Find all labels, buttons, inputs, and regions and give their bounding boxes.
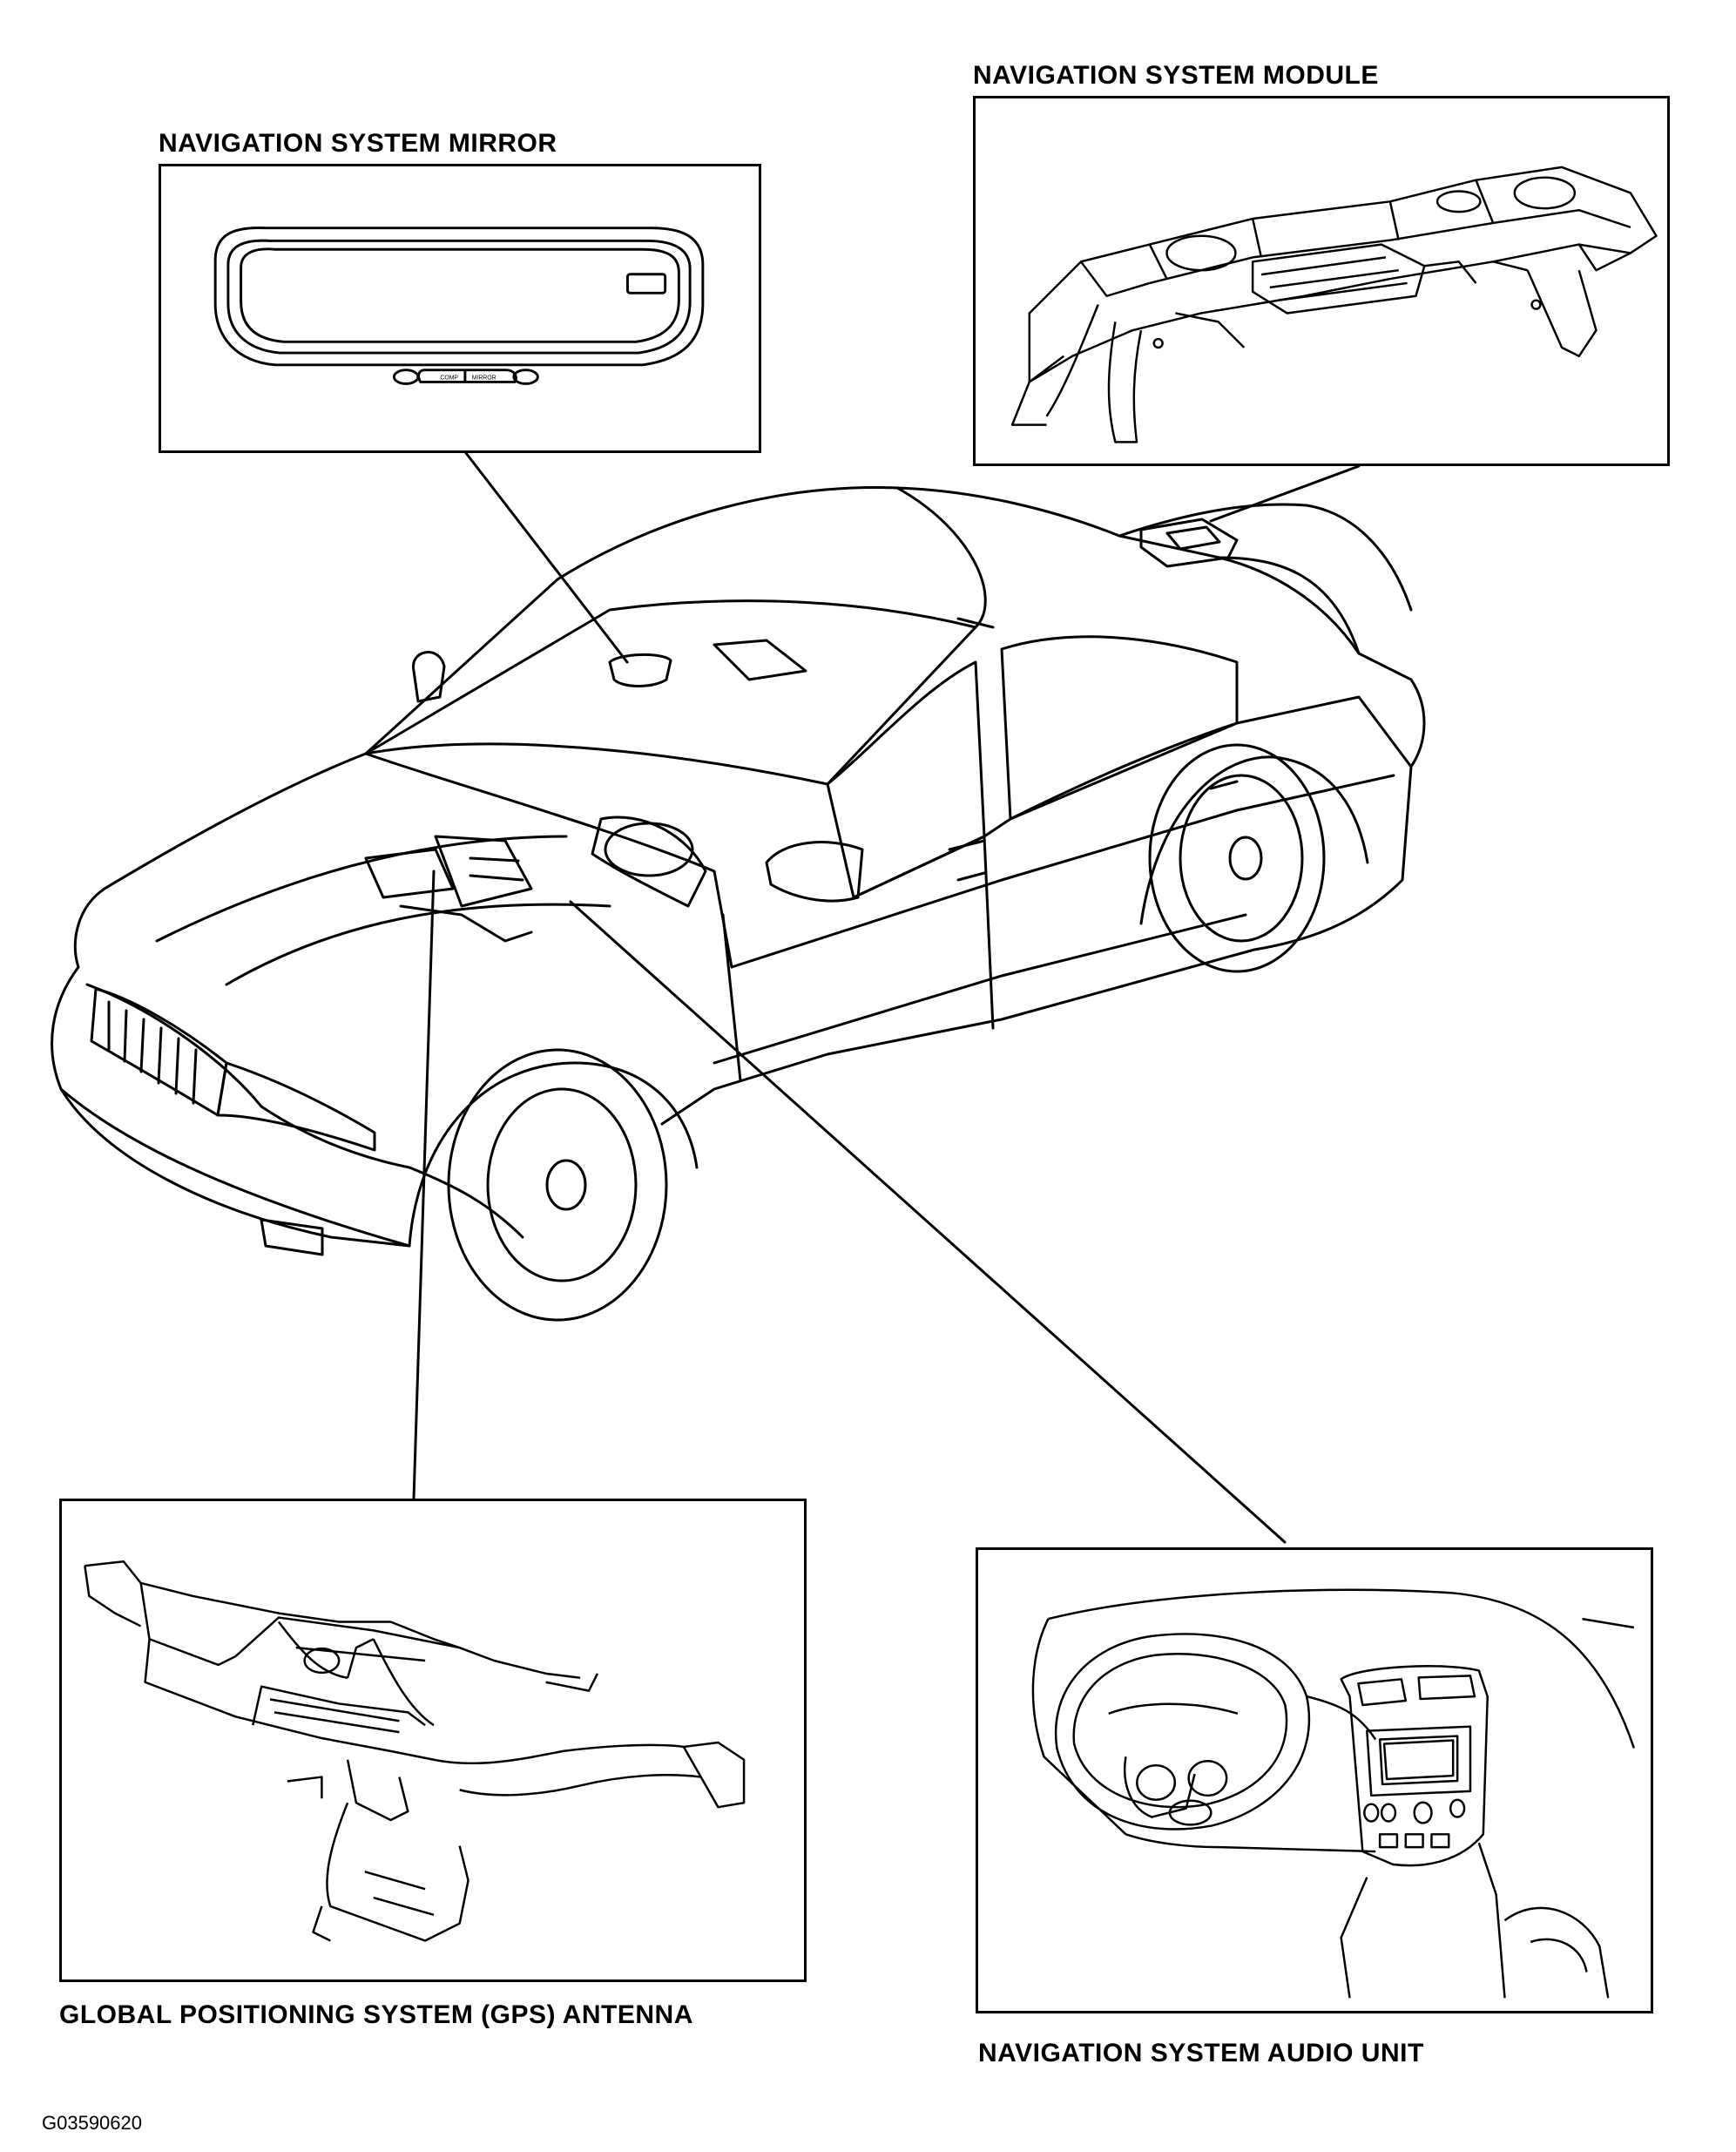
audio-panel [976, 1547, 1653, 2013]
module-illustration [1010, 166, 1658, 443]
center-stack [1340, 1665, 1489, 1867]
car-nav-module [1139, 518, 1239, 568]
audio-panel-title: NAVIGATION SYSTEM AUDIO UNIT [978, 2039, 1424, 2067]
car-roof [556, 486, 1426, 768]
front-wheel-arch [408, 1061, 699, 1248]
audio-illustration [1031, 1588, 1636, 1999]
audio-leader-line [569, 900, 1287, 1544]
front-wheel [447, 1048, 668, 1322]
gps-illustration [84, 1560, 746, 1942]
audio-unit-display [1366, 1725, 1472, 1797]
rear-wheel [1148, 743, 1326, 973]
car-interior-mirror [608, 653, 672, 687]
gps-panel-title: GLOBAL POSITIONING SYSTEM (GPS) ANTENNA [59, 2000, 693, 2029]
steering-wheel-outer [1054, 1633, 1311, 1831]
gps-panel [59, 1499, 807, 1982]
rear-wheel-arch [1139, 755, 1369, 925]
car-front-fascia [51, 965, 411, 1248]
mirror-mirror-button-label: MIRROR [472, 376, 496, 382]
car-windshield [364, 599, 977, 786]
module-unit [1251, 243, 1426, 315]
car-body-side [660, 695, 1413, 1126]
mirror-illustration: COMP MIRROR [213, 226, 705, 385]
car-hood [73, 752, 368, 969]
mirror-panel: COMP MIRROR [159, 164, 761, 453]
side-mirror [765, 841, 864, 903]
mirror-panel-title: NAVIGATION SYSTEM MIRROR [159, 129, 557, 158]
module-leader-line [1209, 464, 1361, 523]
gps-leader-line [412, 870, 436, 1500]
figure-code: G03590620 [42, 2112, 142, 2134]
module-panel-title: NAVIGATION SYSTEM MODULE [973, 61, 1379, 90]
mirror-leader-line [464, 451, 629, 664]
module-panel [973, 96, 1670, 466]
mirror-comp-button-label: COMP [440, 376, 458, 382]
